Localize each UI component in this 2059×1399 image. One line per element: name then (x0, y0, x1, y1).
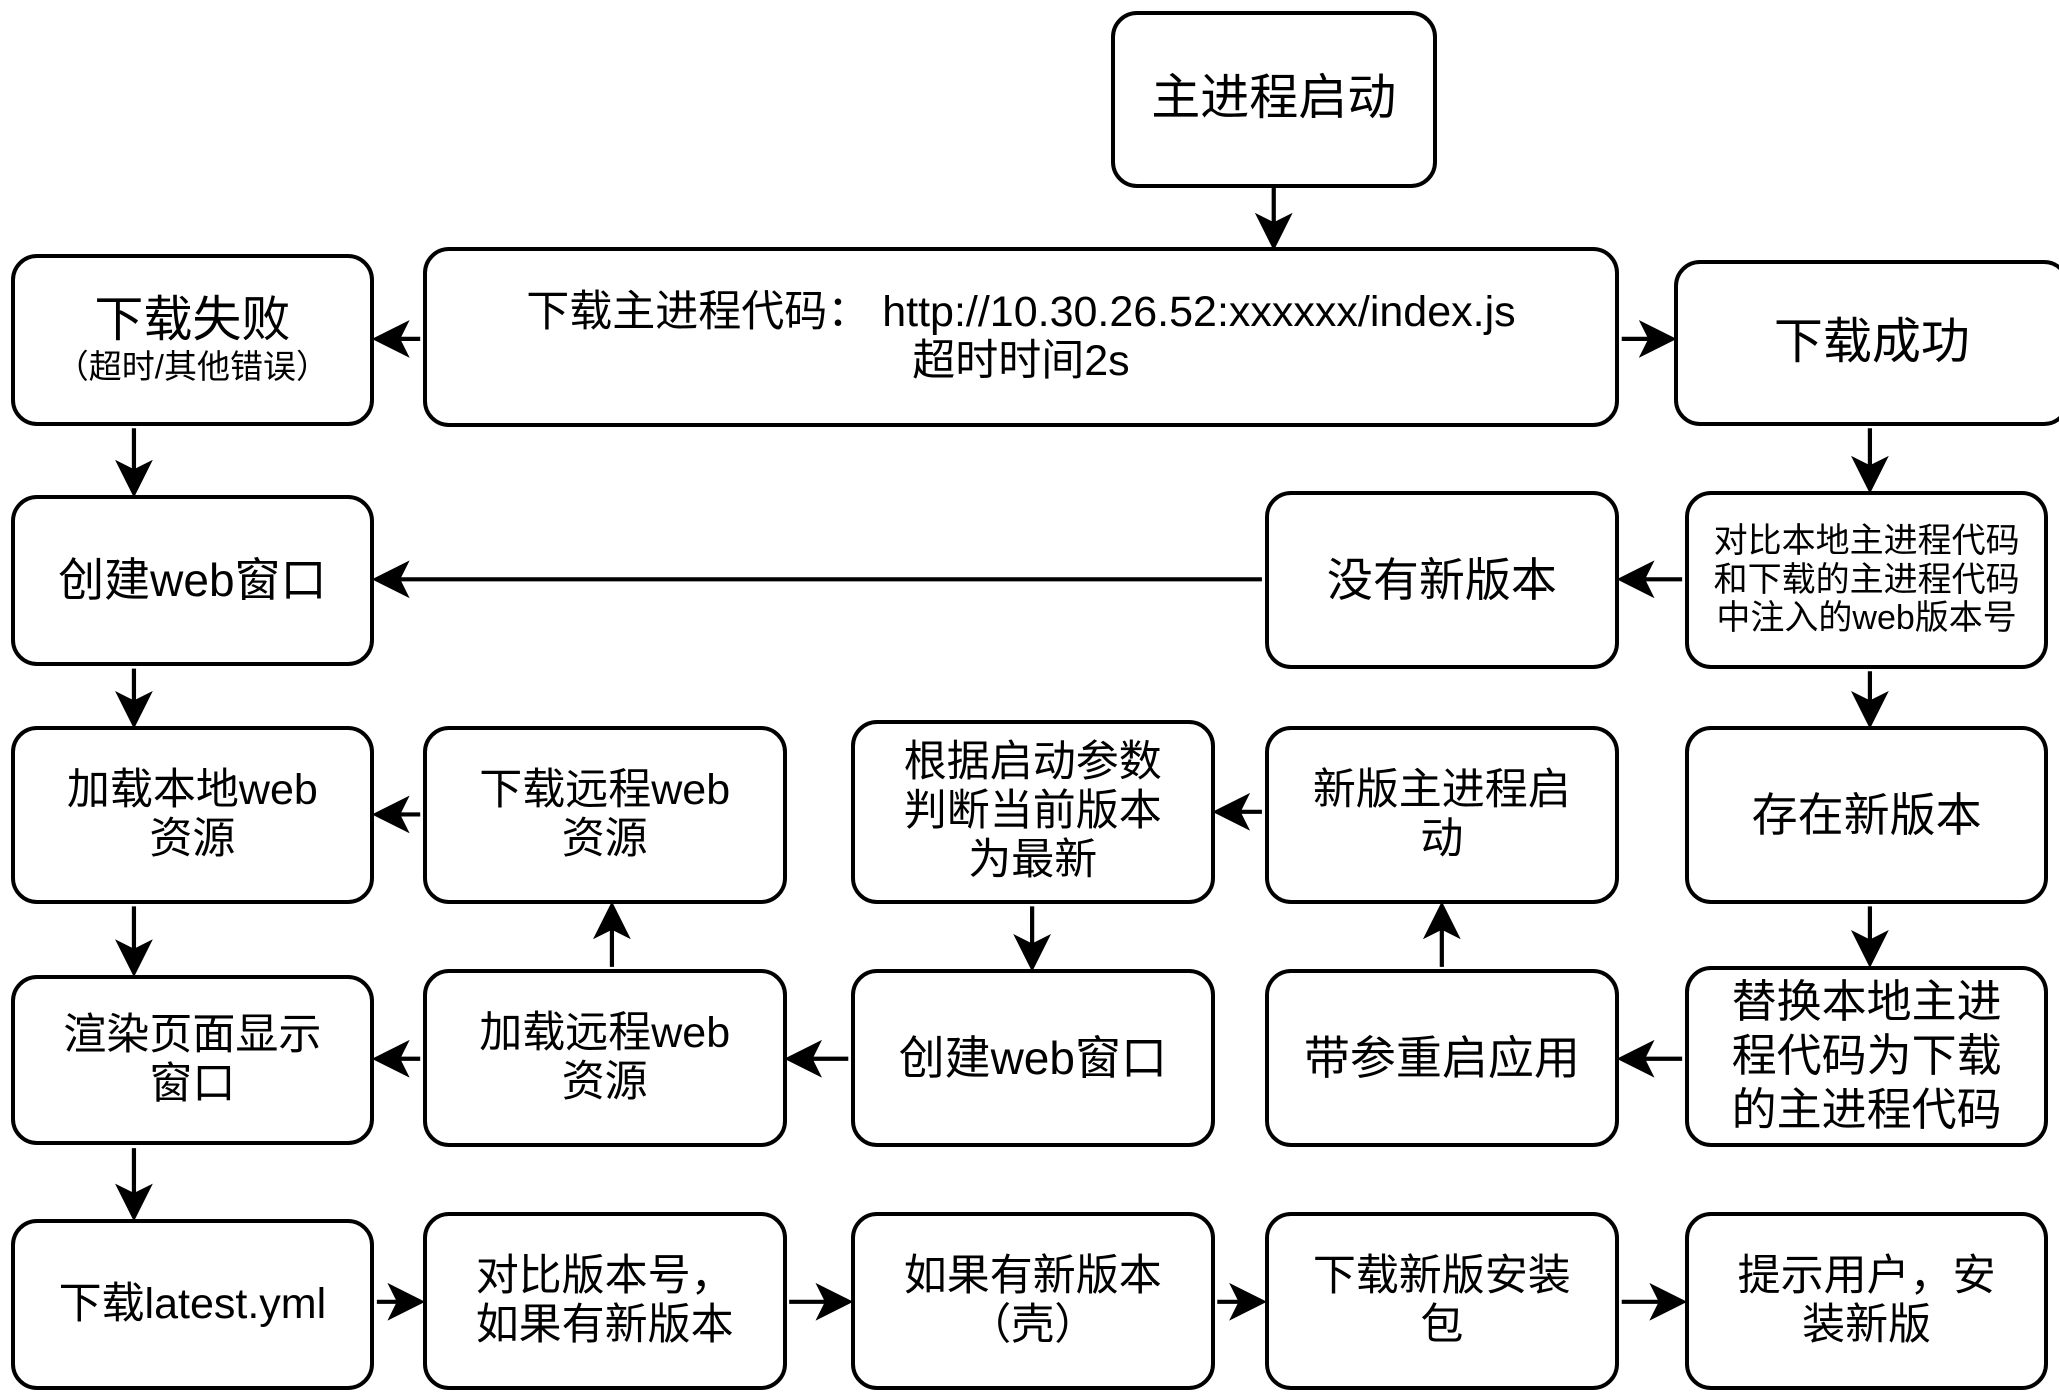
node-download-fail[interactable]: 下载失败（超时/其他错误） (10, 253, 375, 426)
node-download-latest-yml[interactable]: 下载latest.yml (10, 1219, 375, 1390)
node-prompt-user-install-new[interactable]: 提示用户，安 装新版 (1684, 1212, 2049, 1390)
node-label: 加载远程web 资源 (479, 1009, 731, 1107)
node-download-remote-web-resource[interactable]: 下载远程web 资源 (422, 726, 787, 904)
node-label: 替换本地主进 程代码为下载 的主进程代码 (1731, 976, 2002, 1136)
node-load-remote-web-resource[interactable]: 加载远程web 资源 (422, 969, 787, 1147)
node-label: 下载成功 (1773, 314, 1970, 369)
node-label: 下载主进程代码： http://10.30.26.52:xxxxxx/index… (526, 287, 1516, 385)
node-label: 如果有新版本 （壳） (903, 1252, 1162, 1350)
node-no-new-version[interactable]: 没有新版本 (1264, 491, 1620, 669)
node-has-new-version[interactable]: 存在新版本 (1684, 726, 2049, 904)
node-label: 没有新版本 (1326, 553, 1557, 606)
node-label: 下载latest.yml (58, 1279, 327, 1328)
node-label: 根据启动参数 判断当前版本 为最新 (903, 738, 1162, 885)
node-label: 渲染页面显示 窗口 (63, 1011, 322, 1109)
node-label: 创建web窗口 (898, 1031, 1167, 1084)
node-label: 主进程启动 (1151, 71, 1397, 126)
node-label: 存在新版本 (1751, 788, 1982, 841)
node-label: 带参重启应用 (1303, 1031, 1580, 1084)
node-compare-web-version[interactable]: 对比本地主进程代码 和下载的主进程代码 中注入的web版本号 (1684, 491, 2049, 669)
node-label: 下载失败 (94, 293, 291, 348)
node-new-main-process-start[interactable]: 新版主进程启 动 (1264, 726, 1620, 904)
node-replace-local-main-process-code[interactable]: 替换本地主进 程代码为下载 的主进程代码 (1684, 965, 2049, 1147)
node-sublabel: （超时/其他错误） (55, 348, 329, 386)
node-label: 创建web窗口 (58, 554, 327, 607)
node-download-new-installer[interactable]: 下载新版安装 包 (1264, 1212, 1620, 1390)
node-download-success[interactable]: 下载成功 (1674, 260, 2059, 426)
node-render-page-show-window[interactable]: 渲染页面显示 窗口 (10, 974, 375, 1146)
node-restart-app-with-args[interactable]: 带参重启应用 (1264, 969, 1620, 1147)
node-create-web-window-upgrade[interactable]: 创建web窗口 (850, 969, 1215, 1147)
node-label: 下载远程web 资源 (479, 766, 731, 864)
node-download-main-process-code[interactable]: 下载主进程代码： http://10.30.26.52:xxxxxx/index… (422, 246, 1620, 427)
node-label: 加载本地web 资源 (66, 766, 318, 864)
node-compare-version-number[interactable]: 对比版本号， 如果有新版本 (422, 1212, 787, 1390)
node-load-local-web-resource[interactable]: 加载本地web 资源 (10, 726, 375, 904)
node-label: 提示用户，安 装新版 (1737, 1252, 1996, 1350)
node-label: 下载新版安装 包 (1312, 1252, 1571, 1350)
node-main-process-start[interactable]: 主进程启动 (1110, 10, 1437, 188)
node-label: 对比本地主进程代码 和下载的主进程代码 中注入的web版本号 (1713, 521, 2020, 638)
node-label: 新版主进程启 动 (1312, 766, 1571, 864)
node-label: 对比版本号， 如果有新版本 (475, 1252, 734, 1350)
node-judge-current-version-latest[interactable]: 根据启动参数 判断当前版本 为最新 (850, 719, 1215, 904)
node-create-web-window-fallback[interactable]: 创建web窗口 (10, 495, 375, 666)
node-if-new-shell-version[interactable]: 如果有新版本 （壳） (850, 1212, 1215, 1390)
